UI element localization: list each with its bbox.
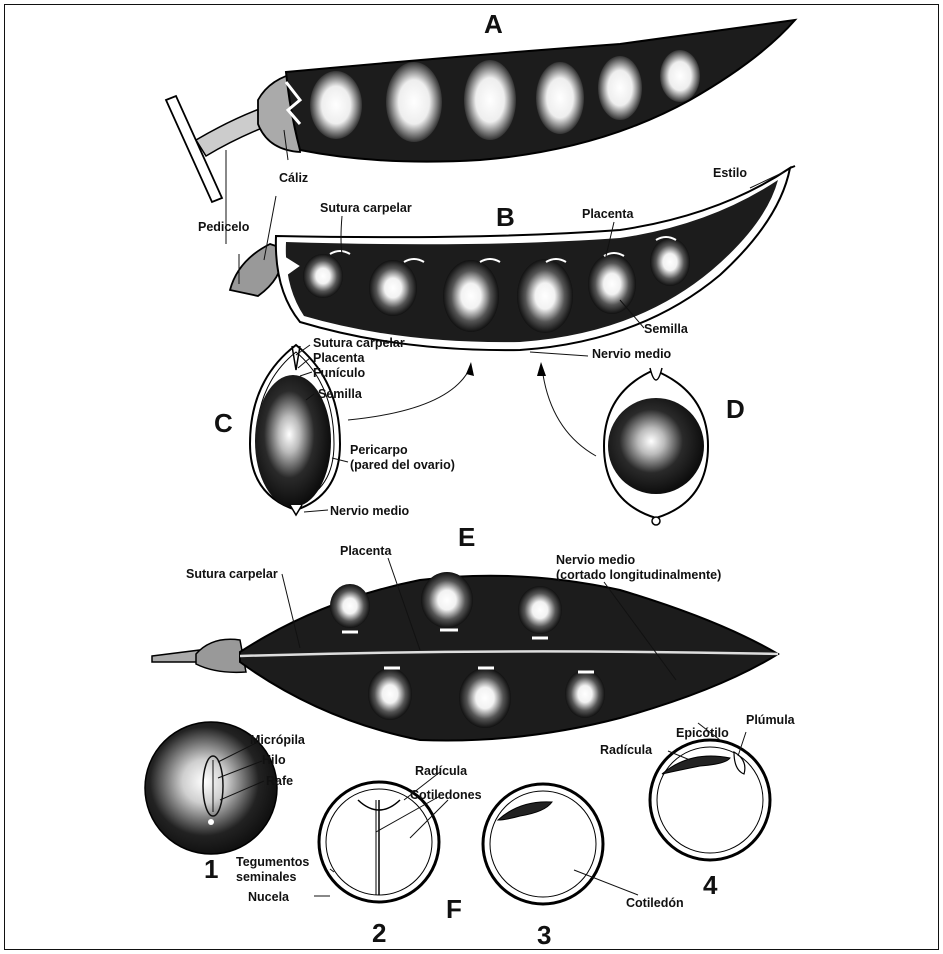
label-hilo: Hilo xyxy=(262,753,286,767)
seed-4 xyxy=(650,740,770,860)
seed-number-3: 3 xyxy=(537,920,551,950)
label-cotiledon: Cotiledón xyxy=(626,896,684,910)
label-pericarpo: Pericarpo xyxy=(350,443,408,457)
label-epicotilo: Epicótilo xyxy=(676,726,729,740)
label-tegumentos-sub: seminales xyxy=(236,870,297,884)
panel-label-f: F xyxy=(446,894,462,924)
cross-section-d xyxy=(604,368,708,525)
seed-number-2: 2 xyxy=(372,918,386,948)
label-nervio-medio-c: Nervio medio xyxy=(330,504,410,518)
label-rafe: Rafe xyxy=(266,774,293,788)
panel-label-d: D xyxy=(726,394,745,424)
panel-label-e: E xyxy=(458,522,475,552)
label-micropila: Micrópila xyxy=(250,733,306,747)
label-nervio-medio-e: Nervio medio xyxy=(556,553,636,567)
label-sutura-carpelar-e: Sutura carpelar xyxy=(186,567,278,581)
label-semilla-b: Semilla xyxy=(644,322,689,336)
label-pericarpo-sub: (pared del ovario) xyxy=(350,458,455,472)
label-tegumentos: Tegumentos xyxy=(236,855,309,869)
pod-b xyxy=(230,166,795,350)
label-funiculo-c: Funículo xyxy=(313,366,365,380)
pod-e xyxy=(152,572,778,741)
panel-label-b: B xyxy=(496,202,515,232)
panel-label-a: A xyxy=(484,9,503,39)
seed-number-4: 4 xyxy=(703,870,718,900)
label-radicula-2: Radícula xyxy=(415,764,468,778)
label-sutura-carpelar-b: Sutura carpelar xyxy=(320,201,412,215)
label-placenta-e: Placenta xyxy=(340,544,392,558)
label-estilo: Estilo xyxy=(713,166,747,180)
pod-a xyxy=(166,20,795,202)
label-plumula: Plúmula xyxy=(746,713,796,727)
panel-label-c: C xyxy=(214,408,233,438)
label-caliz: Cáliz xyxy=(279,171,308,185)
label-placenta-b: Placenta xyxy=(582,207,634,221)
label-placenta-c: Placenta xyxy=(313,351,365,365)
label-cotiledones: Cotiledones xyxy=(410,788,482,802)
label-pedicelo: Pedicelo xyxy=(198,220,250,234)
label-semilla-c: Semilla xyxy=(318,387,363,401)
label-radicula-4: Radícula xyxy=(600,743,653,757)
label-nucela: Nucela xyxy=(248,890,290,904)
label-nervio-medio-b: Nervio medio xyxy=(592,347,672,361)
label-sutura-carpelar-c: Sutura carpelar xyxy=(313,336,405,350)
seed-3 xyxy=(483,784,603,904)
seed-number-1: 1 xyxy=(204,854,218,884)
label-nervio-medio-e-sub: (cortado longitudinalmente) xyxy=(556,568,721,582)
